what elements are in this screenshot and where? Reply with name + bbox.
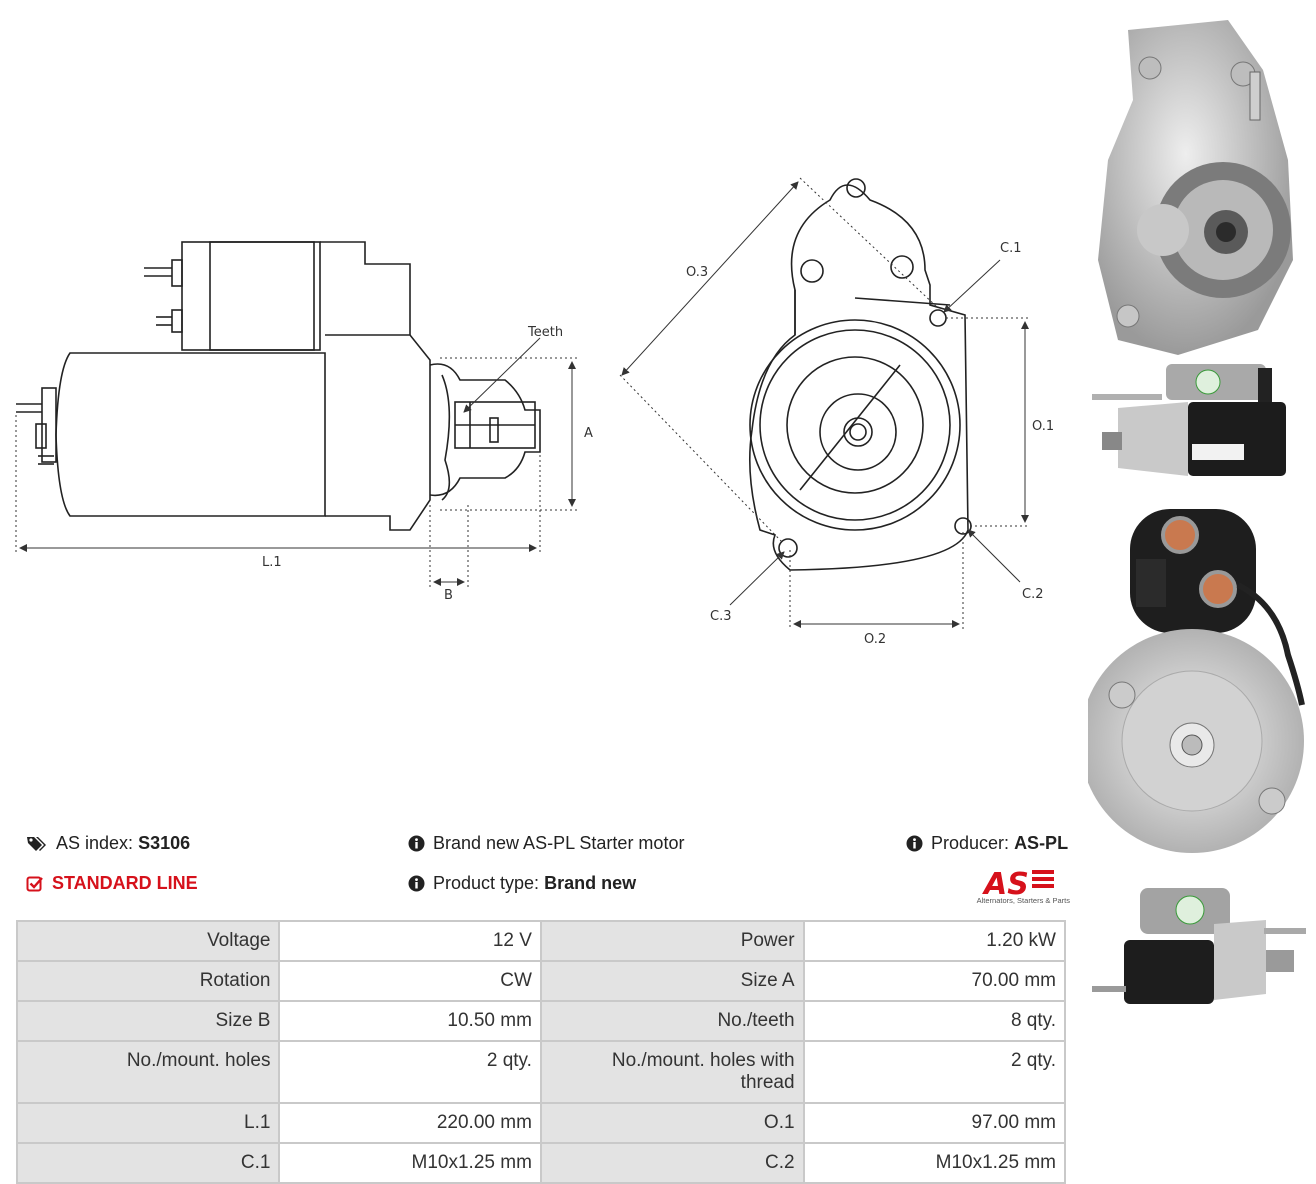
table-row: L.1 220.00 mm O.1 97.00 mm [15, 1102, 1067, 1144]
table-row: No./mount. holes 2 qty. No./mount. holes… [15, 1040, 1067, 1104]
spec-label: C.2 [539, 1142, 805, 1184]
technical-drawing: Teeth A L.1 B O.3 C.1 O.1 [15, 177, 1054, 647]
spec-label: No./teeth [539, 1000, 805, 1042]
spec-value: 220.00 mm [278, 1102, 542, 1144]
producer-line: Producer: AS-PL [906, 833, 1068, 854]
product-photo-front-housing [1098, 20, 1293, 355]
spec-label: Voltage [15, 920, 281, 962]
spec-value: M10x1.25 mm [278, 1142, 542, 1184]
spec-label: Size A [539, 960, 805, 1002]
spec-value: 12 V [278, 920, 542, 962]
spec-value: 8 qty. [802, 1000, 1067, 1042]
spec-value: M10x1.25 mm [802, 1142, 1067, 1184]
table-row: Voltage 12 V Power 1.20 kW [15, 920, 1067, 962]
tags-icon [27, 836, 46, 851]
specs-table: Voltage 12 V Power 1.20 kW Rotation CW S… [15, 920, 1067, 1184]
product-type-label: Product type: [433, 873, 540, 893]
logo-text: AS [982, 867, 1029, 902]
spec-label: No./mount. holes with thread [539, 1040, 805, 1104]
dim-label-a: A [584, 426, 593, 441]
dim-label-l1: L.1 [262, 555, 282, 570]
spec-label: O.1 [539, 1102, 805, 1144]
check-square-icon [26, 876, 43, 891]
dim-label-o3: O.3 [686, 265, 708, 280]
info-circle-icon [906, 835, 923, 852]
spec-value: 70.00 mm [802, 960, 1067, 1002]
product-description: Brand new AS-PL Starter motor [433, 833, 685, 853]
product-photo-side [1092, 364, 1286, 476]
info-circle-icon [408, 875, 425, 892]
spec-value: CW [278, 960, 542, 1002]
as-index-label: AS index: [56, 833, 134, 853]
product-photo-angled [1092, 888, 1306, 1004]
dim-label-b: B [444, 588, 453, 603]
producer-value: AS-PL [1014, 833, 1069, 853]
dim-label-c2: C.2 [1022, 587, 1043, 602]
product-photos [1088, 0, 1316, 1184]
as-pl-logo: AS [982, 867, 1054, 902]
dim-label-o1: O.1 [1032, 419, 1054, 434]
spec-label: Rotation [15, 960, 281, 1002]
logo-tagline: Alternators, Starters & Parts [976, 896, 1070, 905]
spec-label: L.1 [15, 1102, 281, 1144]
dim-label-c3: C.3 [710, 609, 731, 624]
producer-label: Producer: [931, 833, 1010, 853]
as-index-line: AS index: S3106 [26, 833, 190, 854]
side-view [16, 241, 541, 531]
info-circle-icon [408, 835, 425, 852]
table-row: C.1 M10x1.25 mm C.2 M10x1.25 mm [15, 1142, 1067, 1184]
spec-label: C.1 [15, 1142, 281, 1184]
product-line: STANDARD LINE [26, 873, 198, 894]
spec-value: 2 qty. [802, 1040, 1067, 1104]
product-type-value: Brand new [544, 873, 637, 893]
product-photo-rear [1088, 509, 1305, 853]
table-row: Rotation CW Size A 70.00 mm [15, 960, 1067, 1002]
dim-label-c1: C.1 [1000, 241, 1021, 256]
spec-value: 10.50 mm [278, 1000, 542, 1042]
table-row: Size B 10.50 mm No./teeth 8 qty. [15, 1000, 1067, 1042]
dim-label-o2: O.2 [864, 632, 886, 647]
dim-label-teeth: Teeth [527, 325, 563, 340]
as-index-value: S3106 [138, 833, 191, 853]
product-type-line: Product type: Brand new [408, 873, 636, 894]
spec-value: 2 qty. [278, 1040, 542, 1104]
spec-label: Power [539, 920, 805, 962]
spec-label: No./mount. holes [15, 1040, 281, 1104]
spec-label: Size B [15, 1000, 281, 1042]
description-line: Brand new AS-PL Starter motor [408, 833, 684, 854]
standard-line-label: STANDARD LINE [52, 873, 198, 893]
spec-value: 1.20 kW [802, 920, 1067, 962]
spec-value: 97.00 mm [802, 1102, 1067, 1144]
front-view [749, 178, 972, 571]
